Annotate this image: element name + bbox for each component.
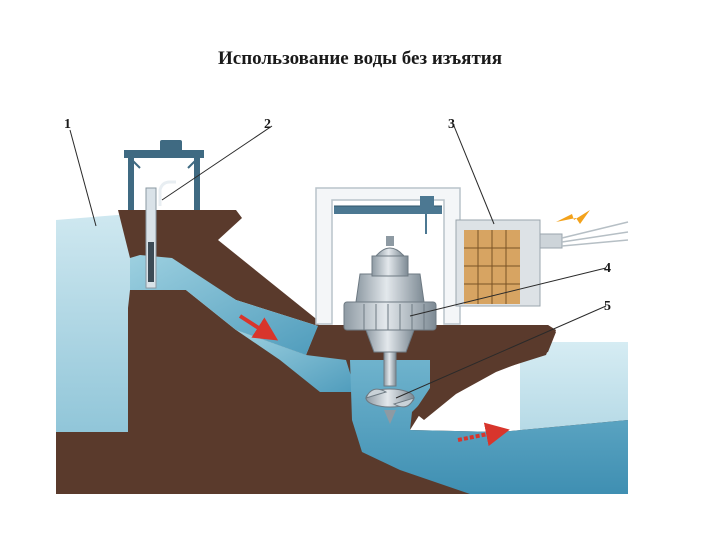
switchyard-building: [455, 219, 629, 307]
flow-arrow-penstock: [238, 314, 279, 341]
intake-gantry-crane: [124, 140, 204, 210]
tailrace-water: [350, 360, 628, 494]
penstock-lower-water: [236, 330, 356, 392]
tailrace-lip: [414, 325, 556, 420]
upper-reservoir-water: [56, 214, 130, 494]
dam-crest: [118, 210, 320, 326]
callout-5: 5: [604, 299, 611, 314]
leader-lines: [69, 125, 607, 399]
callout-4: 4: [604, 261, 611, 276]
turbine-shaft: [365, 329, 415, 387]
generator: [343, 236, 437, 331]
turbine-runner: [365, 388, 415, 424]
electricity-icon: [556, 210, 590, 224]
callout-2: 2: [264, 117, 271, 132]
intake-gate: [145, 180, 176, 289]
page-title: Использование воды без изъятия: [217, 48, 503, 69]
callout-3: 3: [448, 117, 455, 132]
flow-arrow-tailrace: [457, 422, 510, 447]
callout-1: 1: [64, 117, 71, 132]
